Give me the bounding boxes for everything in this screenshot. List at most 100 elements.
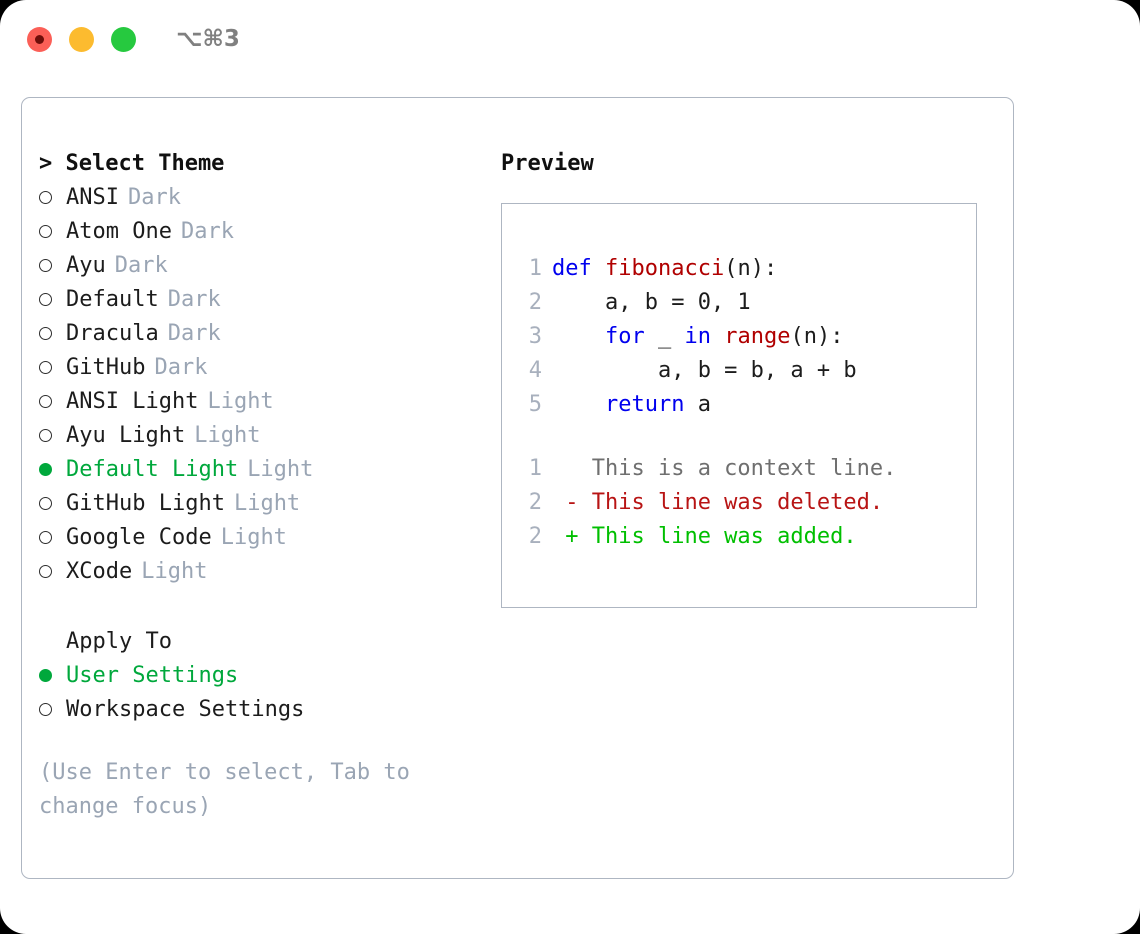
radio-unselected-icon[interactable] (39, 224, 66, 238)
code-token: a, b = b, a + b (552, 357, 857, 383)
theme-item-label: Ayu Light (66, 422, 186, 448)
code-token (552, 324, 605, 349)
radio-unselected-icon[interactable] (39, 564, 66, 578)
diff-line-text: - This line was deleted. (552, 489, 884, 515)
radio-unselected-icon[interactable] (39, 326, 66, 340)
radio-unselected-icon[interactable] (39, 702, 66, 716)
radio-unselected-icon[interactable] (39, 530, 66, 544)
radio-dot (39, 394, 52, 408)
code-token: a (684, 391, 711, 417)
apply-option-1[interactable]: Workspace Settings (39, 692, 479, 726)
radio-dot (39, 702, 52, 716)
radio-dot (39, 360, 52, 374)
theme-item-4[interactable]: Dracula Dark (39, 316, 479, 350)
theme-item-label: Default Light (66, 456, 239, 482)
radio-dot (39, 326, 52, 340)
diff-line-1: 2 - This line was deleted. (516, 485, 970, 519)
theme-item-1[interactable]: Atom One Dark (39, 214, 479, 248)
theme-item-label: Dracula (66, 320, 159, 346)
code-token: (n): (790, 323, 844, 349)
radio-unselected-icon[interactable] (39, 190, 66, 204)
minimize-window-icon[interactable] (69, 26, 94, 52)
close-window-icon[interactable] (27, 26, 52, 52)
theme-variant-label: Dark (167, 286, 221, 312)
radio-dot (39, 190, 52, 204)
code-token (552, 392, 605, 417)
theme-item-label: ANSI (66, 184, 119, 210)
radio-dot (39, 292, 52, 306)
radio-dot (39, 462, 52, 476)
traffic-lights (27, 26, 136, 52)
radio-unselected-icon[interactable] (39, 394, 66, 408)
theme-variant-label: Light (247, 456, 314, 482)
radio-unselected-icon[interactable] (39, 292, 66, 306)
diff-line-text: + This line was added. (552, 523, 857, 549)
diff-line-0: 1 This is a context line. (516, 451, 970, 485)
theme-variant-label: Dark (180, 218, 234, 244)
code-line-3: 4 a, b = b, a + b (516, 353, 970, 387)
diff-spacer (516, 421, 970, 451)
radio-dot (39, 428, 52, 442)
radio-selected-icon[interactable] (39, 462, 66, 476)
code-line-text: return a (552, 392, 711, 417)
radio-unselected-icon[interactable] (39, 258, 66, 272)
radio-unselected-icon[interactable] (39, 496, 66, 510)
theme-variant-label: Dark (167, 320, 221, 346)
apply-option-0[interactable]: User Settings (39, 658, 479, 692)
theme-item-label: Atom One (66, 218, 172, 244)
theme-item-6[interactable]: ANSI Light Light (39, 384, 479, 418)
radio-dot (39, 224, 52, 238)
code-token: def (552, 255, 605, 281)
code-line-text: def fibonacci(n): (552, 256, 777, 281)
radio-dot (39, 668, 52, 682)
code-line-text: for _ in range(n): (552, 324, 843, 349)
radio-unselected-icon[interactable] (39, 428, 66, 442)
code-token: return (604, 391, 685, 417)
theme-item-label: GitHub (66, 354, 146, 380)
radio-dot (39, 530, 52, 544)
radio-dot (39, 564, 52, 578)
theme-item-label: Ayu (66, 252, 106, 278)
code-token: for (604, 323, 645, 349)
radio-dot (39, 258, 52, 272)
theme-variant-label: Light (220, 524, 287, 550)
diff-line-text: This is a context line. (552, 455, 897, 481)
diff-line-number: 2 (528, 523, 542, 549)
select-theme-heading: > Select Theme (39, 150, 225, 176)
code-token: a, b = 0, 1 (552, 289, 751, 315)
theme-variant-label: Light (141, 558, 208, 584)
radio-selected-icon[interactable] (39, 668, 66, 682)
theme-item-label: Google Code (66, 524, 212, 550)
code-line-1: 2 a, b = 0, 1 (516, 285, 970, 319)
theme-item-10[interactable]: Google Code Light (39, 520, 479, 554)
radio-unselected-icon[interactable] (39, 360, 66, 374)
diff-line-2: 2 + This line was added. (516, 519, 970, 553)
theme-item-9[interactable]: GitHub Light Light (39, 486, 479, 520)
theme-variant-label: Light (207, 388, 274, 414)
theme-variant-label: Dark (127, 184, 181, 210)
theme-variant-label: Light (233, 490, 301, 516)
theme-item-label: ANSI Light (66, 388, 199, 414)
theme-item-8[interactable]: Default Light Light (39, 452, 479, 486)
code-line-number: 5 (528, 391, 542, 417)
apply-to-heading: Apply To (66, 628, 172, 654)
theme-item-0[interactable]: ANSI Dark (39, 180, 479, 214)
diff-line-number: 1 (528, 455, 542, 481)
apply-option-label: User Settings (66, 662, 239, 688)
theme-item-label: GitHub Light (66, 490, 225, 516)
maximize-window-icon[interactable] (111, 26, 136, 52)
